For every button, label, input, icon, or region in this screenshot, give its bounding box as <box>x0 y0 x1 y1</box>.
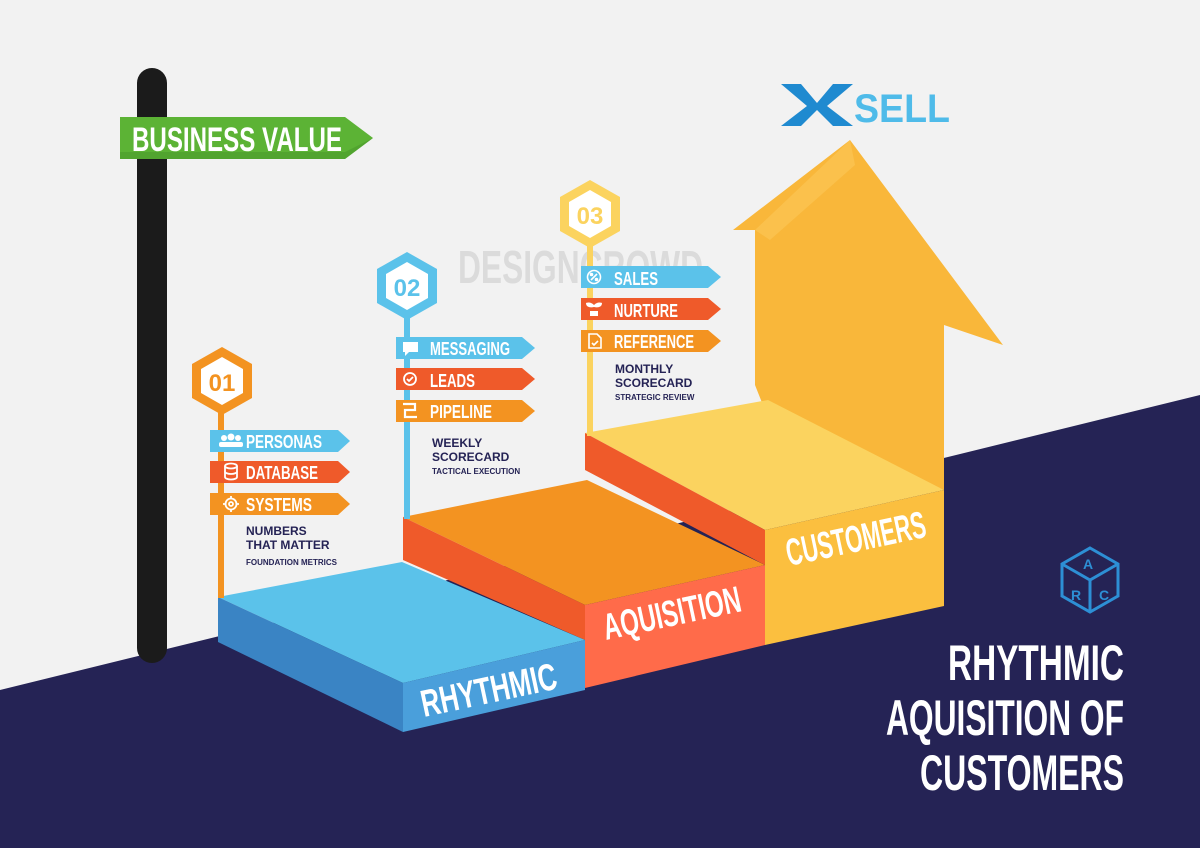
headline-line1: RHYTHMIC <box>948 635 1124 691</box>
caption-03-sub: STRATEGIC REVIEW <box>615 393 695 402</box>
marker-03-number: 03 <box>577 203 604 230</box>
xsell-logo-x-mark <box>781 84 853 126</box>
tag-sales: SALES <box>581 266 721 289</box>
database-icon <box>224 462 238 481</box>
tag-nurture: NURTURE <box>581 298 721 321</box>
tag-sales-label: SALES <box>614 269 658 289</box>
stair-rhythmic-front <box>403 640 585 732</box>
arc-cube-logo: A R C <box>1060 546 1120 614</box>
tags-step-01: PERSONAS DATABASE SYSTEMS NUMBERS THAT M… <box>210 430 350 567</box>
stair-aquisition-top <box>403 480 765 605</box>
tag-personas-label: PERSONAS <box>246 432 322 452</box>
tag-systems-label: SYSTEMS <box>246 495 312 515</box>
tag-leads-label: LEADS <box>430 371 475 391</box>
growth-arrow <box>733 140 1003 490</box>
stair-aquisition-riser <box>403 517 585 640</box>
document-icon <box>588 333 602 349</box>
marker-01-number: 01 <box>209 370 236 397</box>
headline-line2: AQUISITION OF <box>886 690 1124 746</box>
signpost-board <box>120 117 373 159</box>
business-value-signpost: BUSINESS VALUE <box>120 68 373 663</box>
caption-01-sub: FOUNDATION METRICS <box>246 558 338 567</box>
gear-icon <box>223 496 239 512</box>
xsell-logo-text: SELL <box>854 87 950 131</box>
chat-icon <box>403 342 418 356</box>
stair-customers: CUSTOMERS <box>585 400 944 645</box>
signpost-pole <box>137 68 167 663</box>
tags-step-03: SALES NURTURE REFERENCE MONTHLY SCORECAR… <box>581 266 721 402</box>
caption-03-line2: SCORECARD <box>615 376 693 390</box>
stair-customers-riser <box>585 433 765 565</box>
stair-aquisition-front <box>585 565 765 688</box>
caption-02-line2: SCORECARD <box>432 450 510 464</box>
caption-02-sub: TACTICAL EXECUTION <box>432 467 520 476</box>
tag-messaging-label: MESSAGING <box>430 339 510 359</box>
stair-rhythmic-side <box>218 597 403 732</box>
arc-letter-c: C <box>1099 587 1109 603</box>
check-badge-icon <box>403 372 417 386</box>
tag-reference: REFERENCE <box>581 330 721 352</box>
tag-pipeline: PIPELINE <box>396 400 535 422</box>
xsell-logo: SELL <box>781 84 950 131</box>
caption-02-line1: WEEKLY <box>432 436 482 450</box>
stair-rhythmic: RHYTHMIC <box>218 562 585 732</box>
headline-line3: CUSTOMERS <box>920 745 1124 801</box>
tag-leads: LEADS <box>396 368 535 391</box>
caption-03-line1: MONTHLY <box>615 362 673 376</box>
caption-01-line1: NUMBERS <box>246 524 307 538</box>
stair-customers-front <box>765 490 944 645</box>
plant-icon <box>586 302 602 316</box>
arrow-shaft <box>733 140 1003 490</box>
tag-nurture-label: NURTURE <box>614 301 678 321</box>
tag-systems: SYSTEMS <box>210 493 350 515</box>
percent-icon <box>586 269 602 285</box>
arc-letter-a: A <box>1083 556 1093 572</box>
tag-messaging: MESSAGING <box>396 337 535 359</box>
stair-customers-top <box>585 400 944 530</box>
stair-aquisition: AQUISITION <box>403 480 765 688</box>
pipeline-icon <box>403 402 417 419</box>
arc-letter-r: R <box>1071 587 1081 603</box>
tag-database-label: DATABASE <box>246 463 318 483</box>
tag-personas: PERSONAS <box>210 430 350 452</box>
marker-02-number: 02 <box>394 275 421 302</box>
headline: RHYTHMIC AQUISITION OF CUSTOMERS <box>886 635 1124 801</box>
caption-01-line2: THAT MATTER <box>246 538 330 552</box>
signpost-label: BUSINESS VALUE <box>132 121 342 159</box>
tag-pipeline-label: PIPELINE <box>430 402 492 422</box>
tag-reference-label: REFERENCE <box>614 332 694 352</box>
tags-step-02: MESSAGING LEADS PIPELINE WEEKLY SCORECAR… <box>396 337 535 476</box>
stair-rhythmic-top <box>218 562 585 683</box>
tag-database: DATABASE <box>210 461 350 483</box>
people-icon <box>219 433 243 447</box>
